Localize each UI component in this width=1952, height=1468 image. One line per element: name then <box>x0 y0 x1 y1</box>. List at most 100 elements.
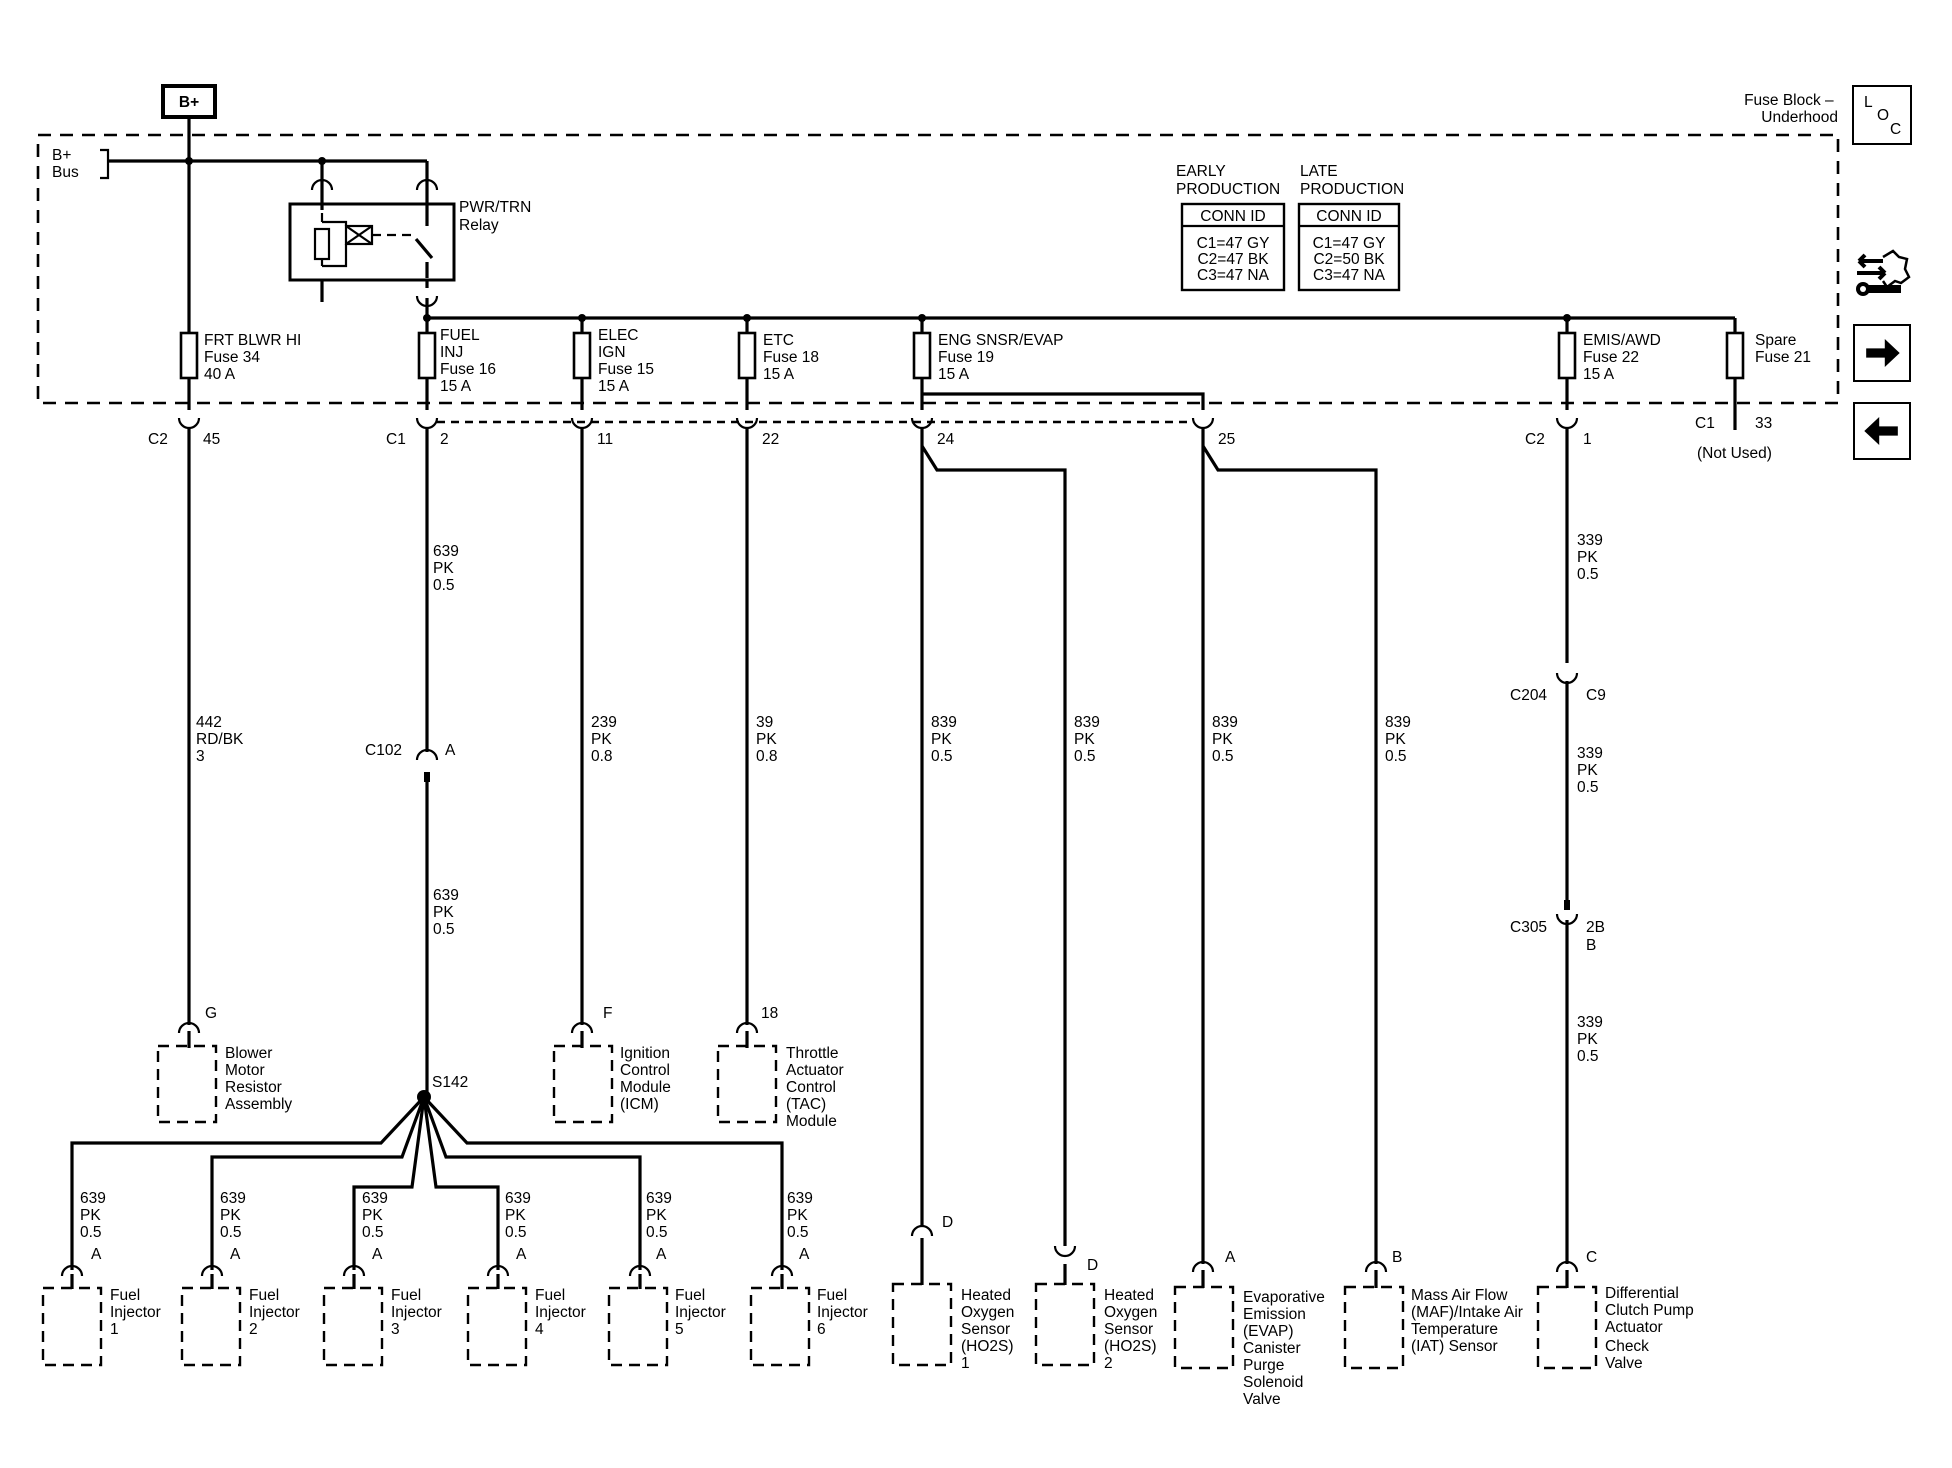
arrow-right-icon[interactable] <box>1853 324 1911 382</box>
fuel-injector-2 <box>180 1264 242 1367</box>
not-used-label: (Not Used) <box>1697 445 1772 462</box>
inj2-pin: A <box>230 1246 241 1263</box>
inj5-pin: A <box>656 1246 667 1263</box>
svg-text:CONN ID: CONN ID <box>1316 208 1381 225</box>
early-conn-table: CONN ID C1=47 GY C2=47 BK C3=47 NA <box>1180 202 1286 292</box>
svg-text:C1=47 GY: C1=47 GY <box>1313 235 1386 252</box>
ho2s1-label: Heated Oxygen Sensor (HO2S) 1 <box>961 1287 1019 1372</box>
fuse-19-label: ENG SNSR/EVAP Fuse 19 15 A <box>938 332 1068 383</box>
svg-text:O: O <box>1877 107 1889 124</box>
ho2s1-pin: D <box>942 1214 953 1231</box>
splice-s142: S142 <box>432 1074 468 1091</box>
fuse-18 <box>737 318 757 410</box>
svg-text:C3=47 NA: C3=47 NA <box>1313 267 1386 284</box>
tac-module-label: Throttle Actuator Control (TAC) Module <box>786 1045 848 1130</box>
conn-pin-24: 24 <box>937 431 955 448</box>
fuse-block-title: Fuse Block – Underhood <box>1744 92 1838 126</box>
fuse-21-label: Spare Fuse 21 <box>1755 332 1811 366</box>
fuse-15-label: ELEC IGN Fuse 15 15 A <box>598 327 658 395</box>
late-production-heading: LATE PRODUCTION <box>1300 163 1404 198</box>
blower-pin: G <box>205 1005 217 1022</box>
fuse-19 <box>912 318 1205 410</box>
svg-text:CONN ID: CONN ID <box>1200 208 1265 225</box>
injector-harness <box>70 1095 784 1270</box>
fuel-injector-6 <box>749 1264 811 1367</box>
svg-text:L: L <box>1864 94 1873 111</box>
fuel-injector-5 <box>607 1264 669 1367</box>
arrow-left-icon[interactable] <box>1853 402 1911 460</box>
circuit-fuel-injectors <box>415 428 439 1104</box>
inj3-pin: A <box>372 1246 383 1263</box>
inj6-pin: A <box>799 1246 810 1263</box>
bplus-label: B+ <box>179 94 199 111</box>
icm-label: Ignition Control Module (ICM) <box>620 1045 675 1113</box>
diff-clutch-pump-label: Differential Clutch Pump Actuator Check … <box>1605 1285 1698 1372</box>
fuel-injector-4 <box>466 1264 528 1367</box>
evap-pin: A <box>1225 1249 1236 1266</box>
ho2s2-pin: D <box>1087 1257 1098 1274</box>
fuse-34-label: FRT BLWR HI Fuse 34 40 A <box>204 332 306 383</box>
fuse-18-label: ETC Fuse 18 15 A <box>763 332 823 383</box>
svg-text:C2=47 BK: C2=47 BK <box>1197 251 1269 268</box>
fuse-34 <box>179 161 199 410</box>
wrench-arrows-icon[interactable] <box>1853 247 1911 305</box>
circuit-differential <box>1536 428 1598 1370</box>
fuse-block-connectors <box>177 417 1579 430</box>
icm-pin: F <box>603 1005 612 1022</box>
late-conn-table: CONN ID C1=47 GY C2=50 BK C3=47 NA <box>1297 202 1401 292</box>
inj1-pin: A <box>91 1246 102 1263</box>
fuse-16 <box>417 318 437 410</box>
fuse-16-label: FUEL INJ Fuse 16 15 A <box>440 327 500 395</box>
tac-pin: 18 <box>761 1005 778 1022</box>
evap-solenoid-label: Evaporative Emission (EVAP) Canister Pur… <box>1243 1289 1329 1408</box>
maf-pin: B <box>1392 1249 1402 1266</box>
circuit-blower <box>156 428 218 1124</box>
svg-text:C1=47 GY: C1=47 GY <box>1197 235 1270 252</box>
fuse-21 <box>1725 318 1745 430</box>
circuit-ho2s <box>891 428 1096 1367</box>
blower-motor-resistor-label: Blower Motor Resistor Assembly <box>225 1045 292 1113</box>
fuel-injector-3 <box>322 1264 384 1367</box>
loc-icon[interactable]: L O C <box>1852 85 1912 145</box>
pwr-trn-relay <box>288 161 456 318</box>
svg-text:C: C <box>1890 121 1901 138</box>
conn-pin-25: 25 <box>1218 431 1235 448</box>
fuse-22-label: EMIS/AWD Fuse 22 15 A <box>1583 332 1665 383</box>
fuse-15 <box>572 318 592 410</box>
relay-label: PWR/TRN Relay <box>459 199 536 234</box>
circuit-tac <box>716 428 778 1124</box>
bplus-bus-label: B+ Bus <box>52 147 79 181</box>
circuit-icm <box>552 428 614 1124</box>
fuse-22 <box>1557 318 1577 410</box>
svg-text:C3=47 NA: C3=47 NA <box>1197 267 1270 284</box>
svg-text:C2=50 BK: C2=50 BK <box>1313 251 1385 268</box>
conn-pin-11: 11 <box>597 431 613 448</box>
